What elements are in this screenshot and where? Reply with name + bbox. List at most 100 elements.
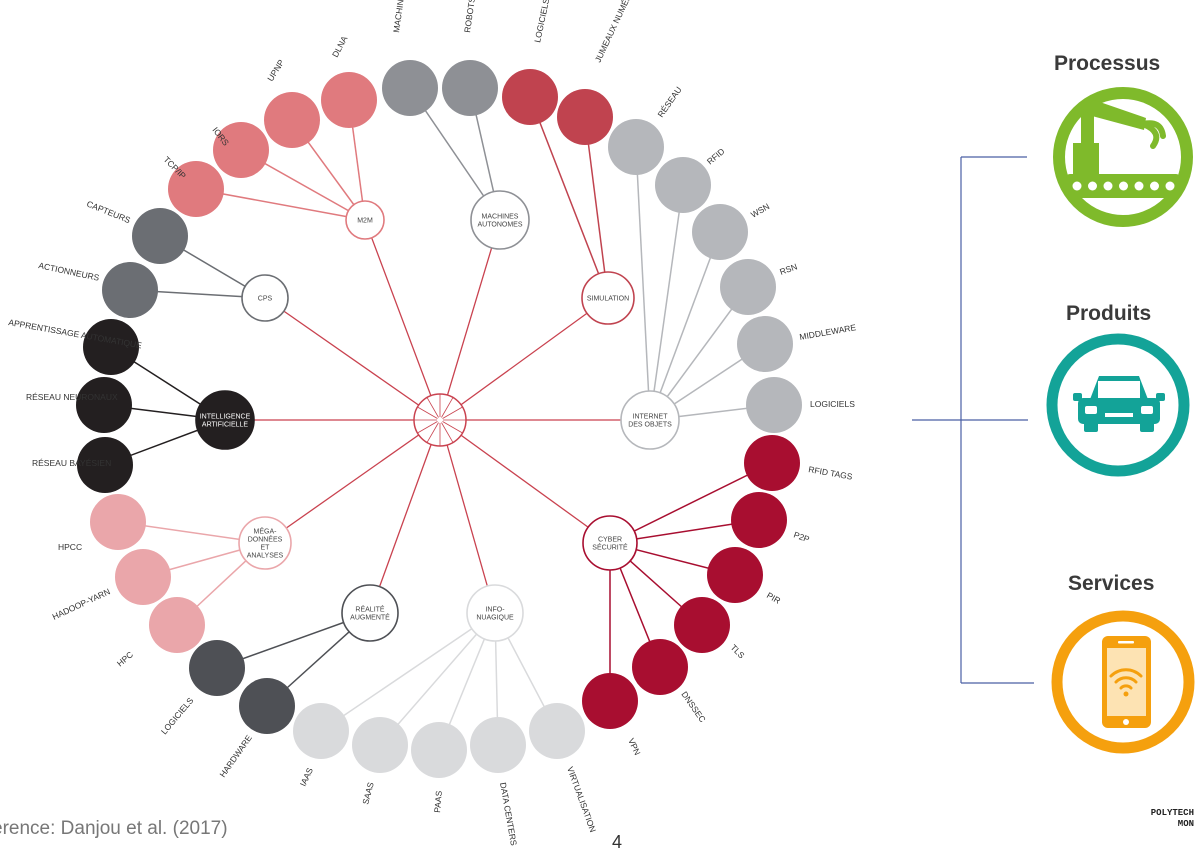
leaf-circle bbox=[213, 122, 269, 178]
hub-label: DES OBJETS bbox=[628, 422, 672, 429]
leaf-circle bbox=[442, 60, 498, 116]
leaf-4: MACHINES bbox=[382, 0, 438, 116]
leaf-label: HARDWARE bbox=[217, 733, 254, 779]
leaf-26: PaaS bbox=[411, 722, 467, 813]
hub-simulation: SIMULATION bbox=[581, 271, 635, 325]
spoke-cyber bbox=[439, 419, 611, 544]
leaf-circle bbox=[608, 119, 664, 175]
hub-label: M2M bbox=[357, 218, 373, 225]
leaf-label: MIDDLEWARE bbox=[799, 322, 857, 342]
leaf-label: TLS bbox=[729, 642, 747, 660]
robot-upper-arm bbox=[1081, 100, 1146, 130]
wifi-dot bbox=[1123, 691, 1129, 697]
hub-circle bbox=[582, 515, 638, 571]
produits-icon bbox=[1046, 333, 1190, 477]
spoke-ra bbox=[369, 419, 441, 614]
leaf-2: UPnP bbox=[264, 57, 320, 148]
services-icon bbox=[1051, 610, 1195, 754]
leaf-32: TLS bbox=[674, 597, 747, 661]
leaf-11: RSN bbox=[720, 259, 799, 315]
leaf-3: DLNA bbox=[321, 34, 377, 128]
leaf-circle bbox=[102, 262, 158, 318]
hub-label: MÉGA- bbox=[254, 527, 278, 536]
spoke-cps bbox=[264, 297, 441, 421]
hub-label: ARTIFICIELLE bbox=[202, 422, 248, 429]
spoke-simulation bbox=[439, 297, 609, 421]
connector-29 bbox=[609, 462, 773, 544]
leaf-label: IaaS bbox=[298, 766, 315, 788]
wifi-icon bbox=[1109, 668, 1143, 690]
spoke-mega bbox=[264, 419, 441, 544]
hub-label: SIMULATION bbox=[587, 296, 629, 303]
leaf-label: RÉSEAU bbox=[655, 85, 683, 119]
center-ray bbox=[439, 419, 454, 443]
leaf-15: ACTIONNEURS bbox=[38, 260, 158, 318]
leaf-circle bbox=[674, 597, 730, 653]
conveyor-roller bbox=[1103, 181, 1113, 191]
leaf-label: RÉSEAU NEURONAUX bbox=[26, 392, 118, 402]
leaf-16: APPRENTISSAGE AUTOMATIQUE bbox=[8, 317, 143, 375]
hub-label: NUAGIQUE bbox=[476, 615, 514, 622]
leaf-label: HADOOP-YARN bbox=[51, 586, 112, 622]
leaf-1: IORS bbox=[210, 122, 269, 178]
leaf-27: DATA CENTERS bbox=[470, 717, 526, 846]
leaf-circle bbox=[239, 678, 295, 734]
leaf-10: WSN bbox=[692, 201, 771, 260]
leaf-5: ROBOTS bbox=[442, 0, 498, 116]
leaf-circle bbox=[746, 377, 802, 433]
leaf-circle bbox=[529, 703, 585, 759]
produits-title: Produits bbox=[1066, 302, 1152, 325]
connector-25 bbox=[379, 612, 496, 746]
hub-label: INFO- bbox=[485, 607, 505, 614]
hub-circle bbox=[345, 200, 385, 240]
car-headlight-right bbox=[1141, 406, 1153, 414]
hub-label: AUGMENTÉ bbox=[350, 613, 390, 622]
leaf-circle bbox=[77, 437, 133, 493]
robot-base bbox=[1073, 143, 1099, 174]
spoke-cloud bbox=[439, 419, 496, 614]
leaf-circle bbox=[83, 319, 139, 375]
leaf-31: PIR bbox=[707, 547, 782, 606]
leaf-label: P2P bbox=[792, 529, 811, 544]
processus-icon bbox=[1053, 87, 1193, 227]
center-ray bbox=[417, 406, 441, 421]
center-dot bbox=[437, 417, 443, 423]
car-headlight-left bbox=[1085, 406, 1097, 414]
leaf-label: SaaS bbox=[360, 781, 376, 806]
leaf-circle bbox=[470, 717, 526, 773]
car-body bbox=[1078, 398, 1160, 424]
center-ray bbox=[417, 419, 441, 434]
leaf-label: JUMEAUX NUMÉRIQUES bbox=[593, 0, 645, 64]
connector-6 bbox=[529, 96, 609, 299]
conveyor-roller bbox=[1150, 181, 1159, 191]
leaf-6: LOGICIELS bbox=[502, 0, 558, 125]
phone-speaker bbox=[1118, 641, 1134, 644]
leaf-circle bbox=[90, 494, 146, 550]
conveyor-roller bbox=[1134, 181, 1144, 191]
logo-line-2: MON bbox=[1177, 819, 1194, 829]
leaf-13: LOGICIELS bbox=[746, 377, 855, 433]
leaf-circle bbox=[189, 640, 245, 696]
leaf-17: RÉSEAU NEURONAUX bbox=[26, 377, 132, 433]
processus-title: Processus bbox=[1054, 52, 1161, 75]
hub-circle bbox=[620, 390, 680, 450]
hub-circle bbox=[470, 190, 530, 250]
leaf-circle bbox=[582, 673, 638, 729]
hub-label: CPS bbox=[258, 296, 273, 303]
leaf-label: VPN bbox=[626, 737, 642, 757]
leaf-22: LOGICIELS bbox=[159, 640, 245, 736]
leaf-label: DLNA bbox=[330, 34, 350, 59]
leaf-label: PaaS bbox=[432, 790, 444, 813]
leaf-label: PIR bbox=[765, 590, 782, 606]
leaf-14: CAPTEURS bbox=[85, 199, 188, 264]
hub-label: MACHINES bbox=[482, 214, 519, 221]
leaf-circle bbox=[692, 204, 748, 260]
conveyor-roller bbox=[1119, 181, 1128, 191]
leaf-circle bbox=[502, 69, 558, 125]
leaf-circle bbox=[737, 316, 793, 372]
leaf-24: IaaS bbox=[293, 703, 349, 788]
leaf-circle bbox=[264, 92, 320, 148]
